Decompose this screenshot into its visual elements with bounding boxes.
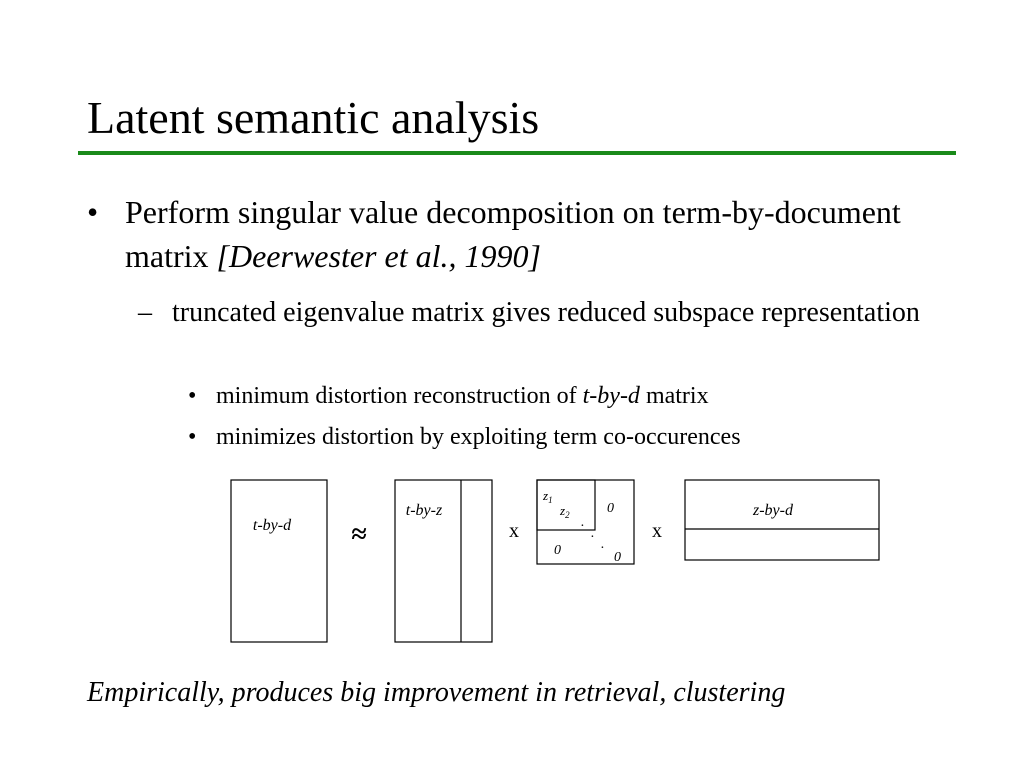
label-tbyz: t-by-z bbox=[406, 502, 443, 519]
title-underline bbox=[78, 151, 956, 155]
times-symbol-2: x bbox=[652, 520, 662, 542]
diag-z1-letter: z bbox=[542, 488, 548, 503]
diag-z2-subscript: 2 bbox=[565, 510, 570, 520]
citation: [Deerwester et al., 1990] bbox=[216, 238, 541, 274]
diag-dot-3: . bbox=[601, 537, 605, 552]
bullet-text-before: minimum distortion reconstruction of bbox=[216, 383, 583, 409]
times-symbol-1: x bbox=[509, 520, 519, 542]
matrix-tbyz-box bbox=[394, 479, 493, 643]
svd-diagram: t-by-d t-by-z z-by-d z1 z2 . . . 0 0 0 ≈… bbox=[230, 479, 880, 643]
bullet-marker: • bbox=[87, 194, 99, 230]
slide-title: Latent semantic analysis bbox=[87, 92, 540, 143]
zero-diagonal-end: 0 bbox=[614, 550, 621, 565]
dash-marker: – bbox=[138, 297, 152, 328]
bullet-text: minimizes distortion by exploiting term … bbox=[216, 424, 741, 450]
emphasis-tbyd: t-by-d bbox=[582, 383, 640, 409]
footer-note: Empirically, produces big improvement in… bbox=[87, 677, 786, 708]
approx-symbol: ≈ bbox=[351, 519, 366, 550]
zero-lower-left: 0 bbox=[554, 543, 561, 558]
diag-z1: z1 bbox=[542, 488, 553, 505]
bullet-main-text: Perform singular value decomposition on … bbox=[125, 194, 901, 274]
diag-z1-subscript: 1 bbox=[548, 495, 553, 505]
matrix-zbyd-box bbox=[684, 479, 880, 561]
bullet-marker: • bbox=[188, 383, 197, 409]
diag-z2: z2 bbox=[559, 503, 570, 520]
matrix-tbyd-box bbox=[230, 479, 328, 643]
diag-matrix-inner-box bbox=[536, 479, 596, 531]
bullet-text-after: matrix bbox=[639, 383, 709, 409]
bullet-text: Perform singular value decomposition on … bbox=[125, 190, 955, 278]
bullet-marker: • bbox=[188, 424, 197, 450]
diag-dot-2: . bbox=[591, 526, 595, 541]
diag-z2-letter: z bbox=[559, 503, 565, 518]
label-tbyd: t-by-d bbox=[253, 517, 292, 534]
diag-dot-1: . bbox=[581, 515, 585, 530]
bullet-text: minimum distortion reconstruction of t-b… bbox=[216, 381, 709, 411]
bullet-text: truncated eigenvalue matrix gives reduce… bbox=[172, 297, 920, 328]
label-zbyd: z-by-d bbox=[752, 502, 794, 519]
zero-upper-right: 0 bbox=[607, 501, 614, 516]
